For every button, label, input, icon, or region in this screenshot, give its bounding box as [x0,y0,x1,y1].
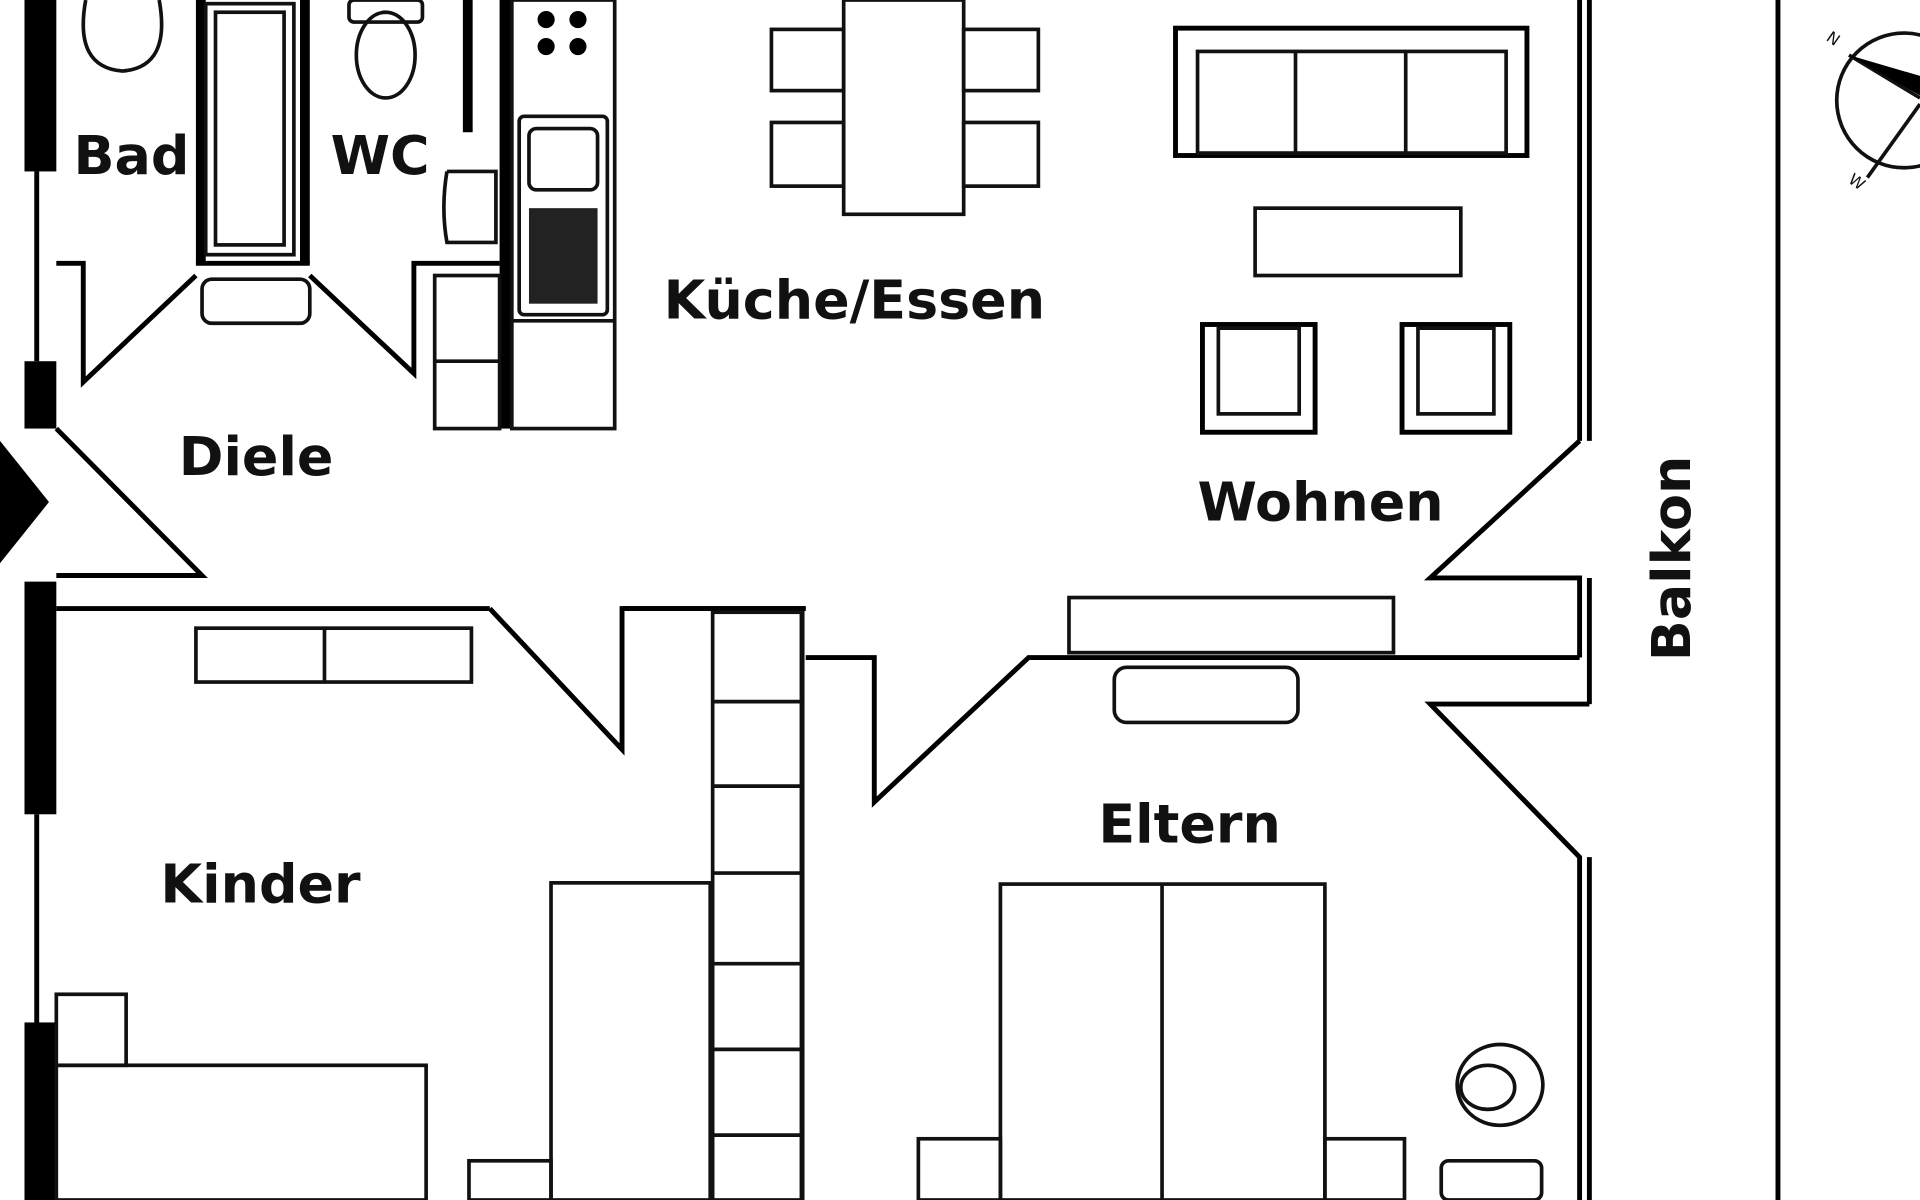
kinder-furniture [54,610,804,1200]
walls [0,0,1781,1200]
room-label-wohnen: Wohnen [1198,470,1444,533]
eltern-furniture [916,665,1545,1200]
room-label-kueche: Küche/Essen [664,268,1045,331]
room-label-balkon: Balkon [1640,456,1703,662]
compass-icon: N W [1823,27,1920,194]
room-label-kinder: Kinder [160,852,361,915]
kitchen-fixtures [432,0,1041,431]
bathroom-fixtures [81,0,498,326]
living-furniture [1067,25,1530,655]
room-label-bad: Bad [73,124,189,187]
room-label-eltern: Eltern [1098,792,1280,855]
room-label-diele: Diele [179,425,334,488]
room-label-wc: WC [331,124,430,187]
compass-north-label: N [1823,27,1844,49]
compass-west-label: W [1845,169,1869,194]
